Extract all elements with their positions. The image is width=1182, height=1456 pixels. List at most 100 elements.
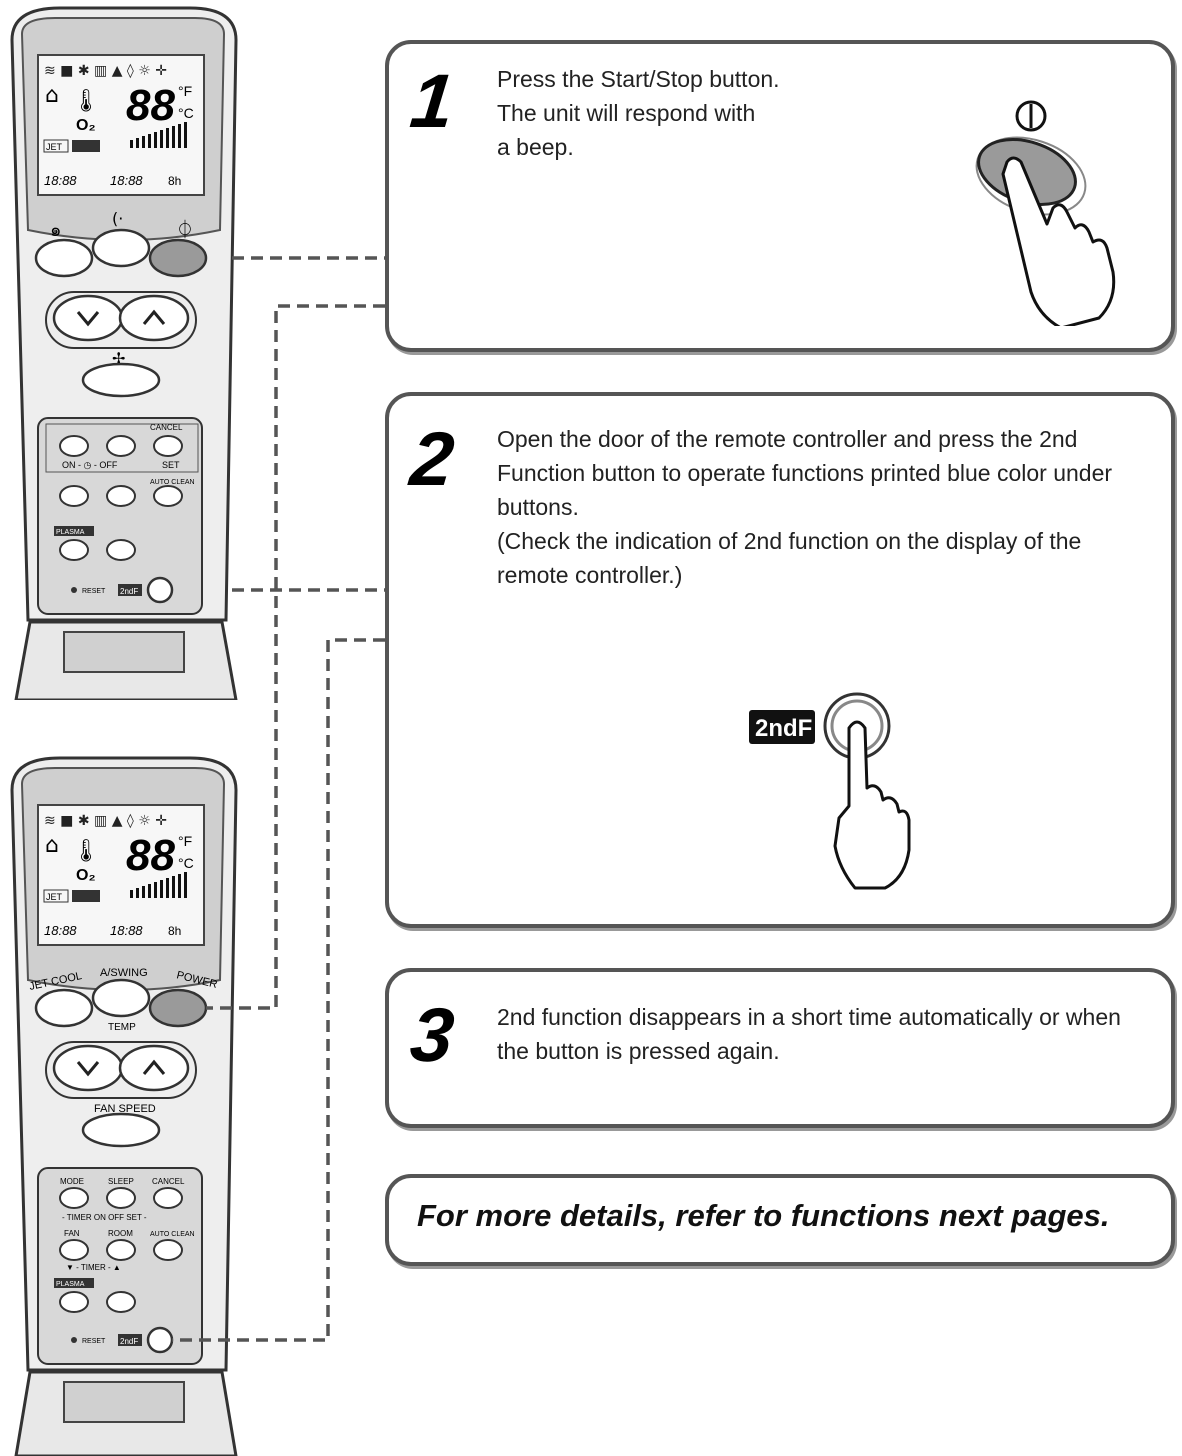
step-text: Press the Start/Stop button. The unit wi… bbox=[497, 66, 780, 160]
display-hours: 8h bbox=[168, 174, 181, 188]
display-unit-c: °C bbox=[178, 105, 194, 121]
thermometer-icon: 🌡 bbox=[72, 89, 100, 114]
power-icon: ⏀ bbox=[176, 219, 194, 241]
temp-up-button[interactable] bbox=[118, 294, 190, 342]
sleep-button[interactable] bbox=[106, 435, 136, 457]
room-button[interactable] bbox=[106, 1239, 136, 1261]
svg-text:O₂: O₂ bbox=[76, 867, 96, 884]
mode-button[interactable] bbox=[59, 1187, 89, 1209]
press-start-stop-illustration bbox=[975, 100, 1116, 326]
timer-up-button[interactable] bbox=[106, 485, 136, 507]
cancel-button[interactable] bbox=[153, 435, 183, 457]
fan-level-bars bbox=[130, 122, 187, 148]
temp-up-button[interactable] bbox=[118, 1044, 190, 1092]
room-label: ROOM bbox=[108, 1229, 133, 1238]
display-timer-right: 18:88 bbox=[110, 923, 143, 938]
step-1-box: 1 Press the Start/Stop button. The unit … bbox=[385, 40, 1175, 352]
display-temp: 88 bbox=[126, 831, 175, 880]
auto-clean-button[interactable] bbox=[153, 1239, 183, 1261]
more-details-note: For more details, refer to functions nex… bbox=[385, 1174, 1175, 1266]
power-button[interactable] bbox=[148, 988, 208, 1028]
a-swing-button[interactable] bbox=[91, 978, 151, 1018]
chevron-down-icon bbox=[76, 311, 100, 327]
plasma-button[interactable] bbox=[59, 1291, 89, 1313]
mode-label: MODE bbox=[60, 1177, 84, 1186]
display-jet: JET bbox=[46, 142, 63, 152]
display-unit-f: °F bbox=[178, 833, 192, 849]
chevron-up-icon bbox=[142, 1059, 166, 1075]
temp-down-button[interactable] bbox=[52, 1044, 124, 1092]
fan-label: FAN bbox=[64, 1229, 80, 1238]
svg-text:O₂: O₂ bbox=[76, 117, 96, 134]
remote-controller-top: ≋ ■ ✱ ▥ ▲ ◊ ☼ ✛ ⌂ 🌡 88 °F °C O₂ JET 18:8… bbox=[10, 6, 238, 700]
display-timer-left: 18:88 bbox=[44, 923, 77, 938]
step-2-box: 2 Open the door of the remote controller… bbox=[385, 392, 1175, 928]
cancel-button[interactable] bbox=[153, 1187, 183, 1209]
fan-speed-button[interactable] bbox=[81, 1112, 161, 1148]
svg-text:≋ ■ ✱ ▥ ▲ ◊ ☼ ✛: ≋ ■ ✱ ▥ ▲ ◊ ☼ ✛ bbox=[44, 813, 167, 829]
jet-cool-button[interactable] bbox=[34, 988, 94, 1028]
step-number: 3 bbox=[406, 993, 458, 1078]
temp-label: TEMP bbox=[108, 1022, 136, 1033]
timer-arrows-label: ▼ - TIMER - ▲ bbox=[66, 1263, 121, 1272]
chevron-down-icon bbox=[76, 1061, 100, 1077]
second-f-badge bbox=[749, 710, 815, 744]
swing-icon: (· bbox=[112, 209, 123, 228]
display-jet: JET bbox=[46, 892, 63, 902]
plasma-label: PLASMA bbox=[56, 1281, 85, 1288]
swing-dir-button[interactable] bbox=[106, 539, 136, 561]
fan-button[interactable] bbox=[59, 1239, 89, 1261]
auto-clean-button[interactable] bbox=[153, 485, 183, 507]
timer-on-off-set-label: - TIMER ON OFF SET - bbox=[62, 1213, 147, 1222]
home-icon: ⌂ bbox=[45, 83, 59, 108]
display-hours: 8h bbox=[168, 924, 181, 938]
display-icons-row: ≋ ■ ✱ ▥ ▲ ◊ ☼ ✛ bbox=[44, 813, 167, 829]
reset-button[interactable] bbox=[71, 1337, 77, 1343]
second-f-label: 2ndF bbox=[120, 1337, 138, 1346]
auto-clean-label: AUTO CLEAN bbox=[150, 1231, 195, 1238]
display-unit-c: °C bbox=[178, 855, 194, 871]
cancel-label: CANCEL bbox=[152, 1177, 185, 1186]
remote-controller-bottom: ≋ ■ ✱ ▥ ▲ ◊ ☼ ✛ ⌂ 🌡 88 °F °C O₂ JET 18:8… bbox=[10, 756, 238, 1456]
auto-clean-label: AUTO CLEAN bbox=[150, 479, 195, 486]
display-timer-right: 18:88 bbox=[110, 173, 143, 188]
reset-label: RESET bbox=[82, 1338, 106, 1345]
jet-cool-button[interactable] bbox=[34, 238, 94, 278]
step-3-box: 3 2nd function disappears in a short tim… bbox=[385, 968, 1175, 1128]
second-f-button[interactable] bbox=[146, 1326, 174, 1354]
fan-speed-button[interactable] bbox=[81, 362, 161, 398]
step-text: 2nd function disappears in a short time … bbox=[497, 1004, 1121, 1064]
mode-button[interactable] bbox=[59, 435, 89, 457]
press-2ndf-illustration: 2ndF bbox=[749, 692, 911, 890]
step-number: 2 bbox=[406, 417, 458, 502]
thermometer-icon: 🌡 bbox=[72, 839, 100, 864]
plasma-label: PLASMA bbox=[56, 529, 85, 536]
home-icon: ⌂ bbox=[45, 833, 59, 858]
reset-label: RESET bbox=[82, 588, 106, 595]
temp-down-button[interactable] bbox=[52, 294, 124, 342]
power-symbol-icon bbox=[1015, 100, 1047, 132]
svg-text:≋ ■ ✱ ▥ ▲ ◊ ☼ ✛: ≋ ■ ✱ ▥ ▲ ◊ ☼ ✛ bbox=[44, 63, 167, 79]
swing-dir-button[interactable] bbox=[106, 1291, 136, 1313]
sleep-label: SLEEP bbox=[108, 1177, 134, 1186]
a-swing-label: A/SWING bbox=[100, 967, 148, 979]
set-label: SET bbox=[162, 460, 180, 470]
on-off-label: ON - ◷ - OFF bbox=[62, 460, 118, 470]
display-icons-row: ≋ ■ ✱ ▥ ▲ ◊ ☼ ✛ bbox=[44, 63, 167, 79]
second-f-label: 2ndF bbox=[120, 587, 138, 596]
timer-down-button[interactable] bbox=[59, 485, 89, 507]
display-timer-left: 18:88 bbox=[44, 173, 77, 188]
note-text: For more details, refer to functions nex… bbox=[417, 1198, 1110, 1233]
reset-button[interactable] bbox=[71, 587, 77, 593]
start-stop-button[interactable] bbox=[148, 238, 208, 278]
display-unit-f: °F bbox=[178, 83, 192, 99]
fan-speed-label: FAN SPEED bbox=[94, 1103, 156, 1115]
step-text: Open the door of the remote controller a… bbox=[497, 426, 1113, 588]
second-f-button[interactable] bbox=[146, 576, 174, 604]
chevron-up-icon bbox=[142, 309, 166, 325]
cancel-label: CANCEL bbox=[150, 423, 183, 432]
step-number: 1 bbox=[406, 59, 458, 144]
sleep-button[interactable] bbox=[106, 1187, 136, 1209]
swing-button[interactable] bbox=[91, 228, 151, 268]
plasma-button[interactable] bbox=[59, 539, 89, 561]
